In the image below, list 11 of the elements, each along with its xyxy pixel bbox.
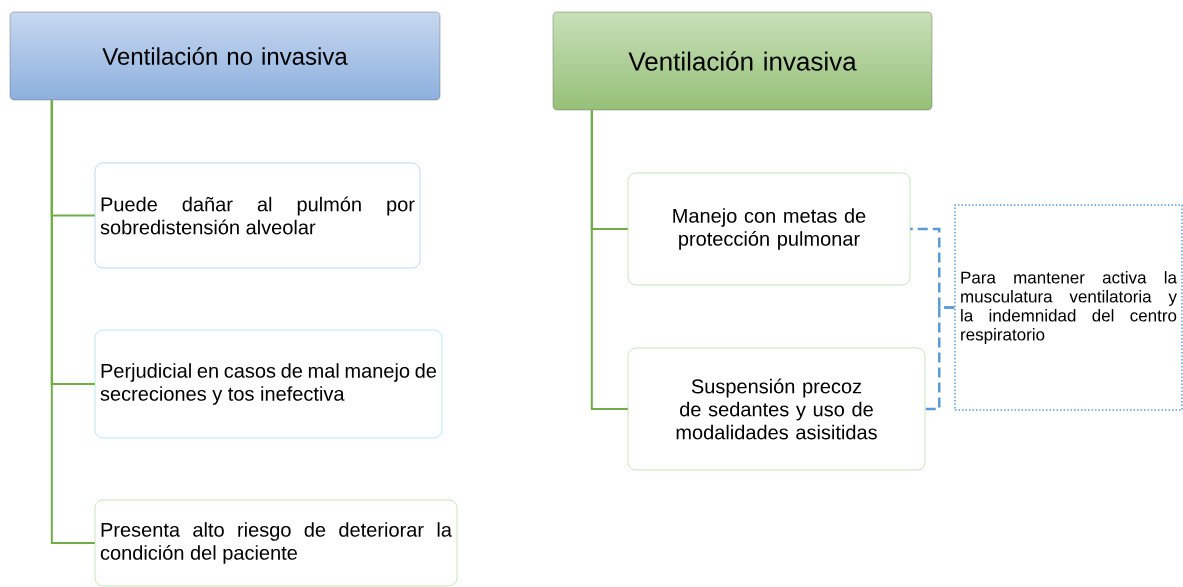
text-box: Puede dañar al pulmón por sobredistensión alveolar xyxy=(94,162,421,269)
connector-line xyxy=(590,109,629,410)
connector-line xyxy=(925,306,955,411)
header-box: Ventilación no invasiva xyxy=(9,11,441,101)
note-box: Para mantener activa la musculatura ventilatoria y la indemnidad del centro respiratorio xyxy=(954,204,1183,411)
text-box: Suspensión precoz de sedantes y uso de modalidades asisitidas xyxy=(627,347,926,471)
text-box: Presenta alto riesgo de deteriorar la condición del paciente xyxy=(94,499,458,587)
text-box: Manejo con metas de protección pulmonar xyxy=(627,172,911,286)
text-box: Perjudicial en casos de mal manejo de secreciones y tos inefectiva xyxy=(94,329,443,439)
connector-line xyxy=(50,99,96,544)
header-box: Ventilación invasiva xyxy=(552,11,933,111)
